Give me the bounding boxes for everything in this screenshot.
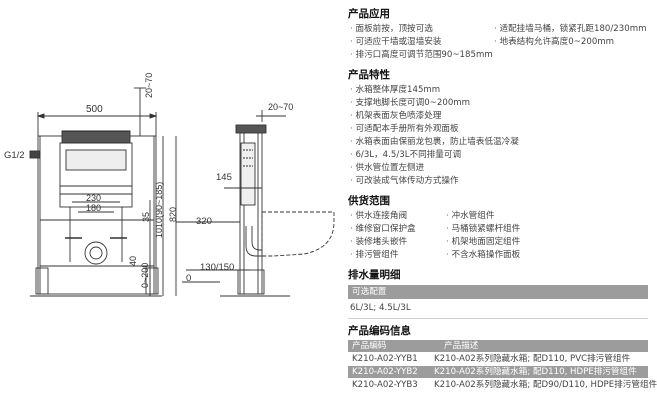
dim-0-200: 0~200 bbox=[140, 263, 150, 288]
feature-item: 机架表面灰色喷漆处理 bbox=[350, 111, 441, 122]
scope-item: 维修窗口保护盒 bbox=[350, 224, 415, 235]
dim-side-20-70: 20~70 bbox=[268, 102, 293, 112]
app-item: 适配挂墙马桶，锁紧孔距180/230mm bbox=[494, 24, 646, 35]
discharge-header: 可选配置 bbox=[352, 287, 387, 297]
dim-180: 180 bbox=[86, 203, 101, 213]
feature-item: 6/3L，4.5/3L不同排量可调 bbox=[350, 150, 461, 161]
scope-item: 冲水管组件 bbox=[446, 211, 494, 222]
feature-item: 供水管位置左侧进 bbox=[350, 163, 424, 174]
scope-item: 不含水箱操作面板 bbox=[446, 250, 520, 261]
spec-panel: 产品应用 面板前按，顶按可选 适配挂墙马桶，锁紧孔距180/230mm 可适应干… bbox=[346, 0, 657, 400]
feature-item: 水箱表面由保丽龙包裹，防止墙表低温冷凝 bbox=[350, 137, 518, 148]
section-title-features: 产品特性 bbox=[348, 69, 390, 81]
dim-320: 320 bbox=[196, 216, 212, 227]
app-item: 排污口高度可调节范围90~185mm bbox=[350, 50, 492, 61]
feature-item: 可改装成气体传动方式操作 bbox=[350, 176, 458, 187]
section-title-discharge: 排水量明细 bbox=[348, 269, 401, 281]
dim-230: 230 bbox=[86, 193, 101, 203]
product-code: K210-A02-YYB2 bbox=[352, 367, 418, 377]
section-title-codes: 产品编码信息 bbox=[348, 325, 411, 337]
dim-width-500: 500 bbox=[86, 104, 103, 115]
product-code: K210-A02-YYB1 bbox=[352, 354, 418, 364]
feature-item: 支撑地脚长度可调0~200mm bbox=[350, 98, 470, 109]
dim-top-20-70: 20~70 bbox=[144, 73, 154, 98]
section-title-application: 产品应用 bbox=[348, 8, 390, 20]
scope-item: 装修堵头嵌件 bbox=[350, 237, 407, 248]
scope-item: 供水连接角阀 bbox=[350, 211, 407, 222]
discharge-value: 6L/3L; 4.5L/3L bbox=[350, 303, 411, 313]
table-row: K210-A02-YYB3 K210-A02系列隐藏水箱; 配D90/D110,… bbox=[348, 379, 657, 391]
app-item: 地表结构允许高度0~200mm bbox=[494, 37, 614, 48]
dim-35: 35 bbox=[141, 212, 151, 222]
drain-pipe-front bbox=[84, 241, 108, 265]
cistern-top bbox=[61, 130, 131, 144]
dim-0: 0 bbox=[186, 273, 191, 284]
app-item: 可适应干墙或湿墙安装 bbox=[350, 37, 441, 48]
divider bbox=[348, 318, 648, 319]
dim-g12: G1/2 bbox=[4, 150, 25, 161]
technical-drawing: 500 20~70 20~70 G1/2 230 180 35 1010(90~… bbox=[4, 73, 335, 297]
product-desc: K210-A02系列隐藏水箱; 配D110, PVC排污管组件 bbox=[434, 354, 631, 364]
dim-130-150: 130/150 bbox=[200, 262, 234, 273]
scope-item: 机架地面固定组件 bbox=[446, 237, 520, 248]
table-row: K210-A02-YYB1 K210-A02系列隐藏水箱; 配D110, PVC… bbox=[348, 353, 648, 365]
service-window bbox=[65, 149, 127, 171]
dim-820: 820 bbox=[168, 207, 178, 222]
water-inlet bbox=[29, 150, 41, 159]
discharge-header-bar: 可选配置 bbox=[348, 285, 648, 299]
codes-col-desc: 产品描述 bbox=[444, 341, 479, 351]
feature-item: 水箱整体厚度145mm bbox=[350, 85, 440, 96]
scope-item: 马桶锁紧螺杆组件 bbox=[446, 224, 520, 235]
feature-item: 可适配本手册所有外观面板 bbox=[350, 124, 458, 135]
scope-item: 排污管组件 bbox=[350, 250, 398, 261]
product-code: K210-A02-YYB3 bbox=[352, 380, 418, 390]
dim-1010: 1010(90~185) bbox=[154, 182, 164, 238]
section-title-scope: 供货范围 bbox=[348, 195, 390, 207]
codes-header-row: 产品编码 产品描述 bbox=[348, 340, 648, 352]
app-item: 面板前按，顶按可选 bbox=[350, 24, 432, 35]
dim-40: 40 bbox=[128, 256, 138, 266]
table-row: K210-A02-YYB2 K210-A02系列隐藏水箱; 配D110, HDP… bbox=[348, 366, 648, 378]
cistern-body bbox=[59, 142, 133, 208]
product-desc: K210-A02系列隐藏水箱; 配D90/D110, HDPE排污管组件 bbox=[434, 380, 657, 390]
codes-col-code: 产品编码 bbox=[352, 341, 387, 351]
dim-145: 145 bbox=[216, 172, 232, 183]
toilet-bowl-outline bbox=[261, 211, 335, 257]
product-desc: K210-A02系列隐藏水箱; 配D110, HDPE排污管组件 bbox=[434, 367, 637, 377]
